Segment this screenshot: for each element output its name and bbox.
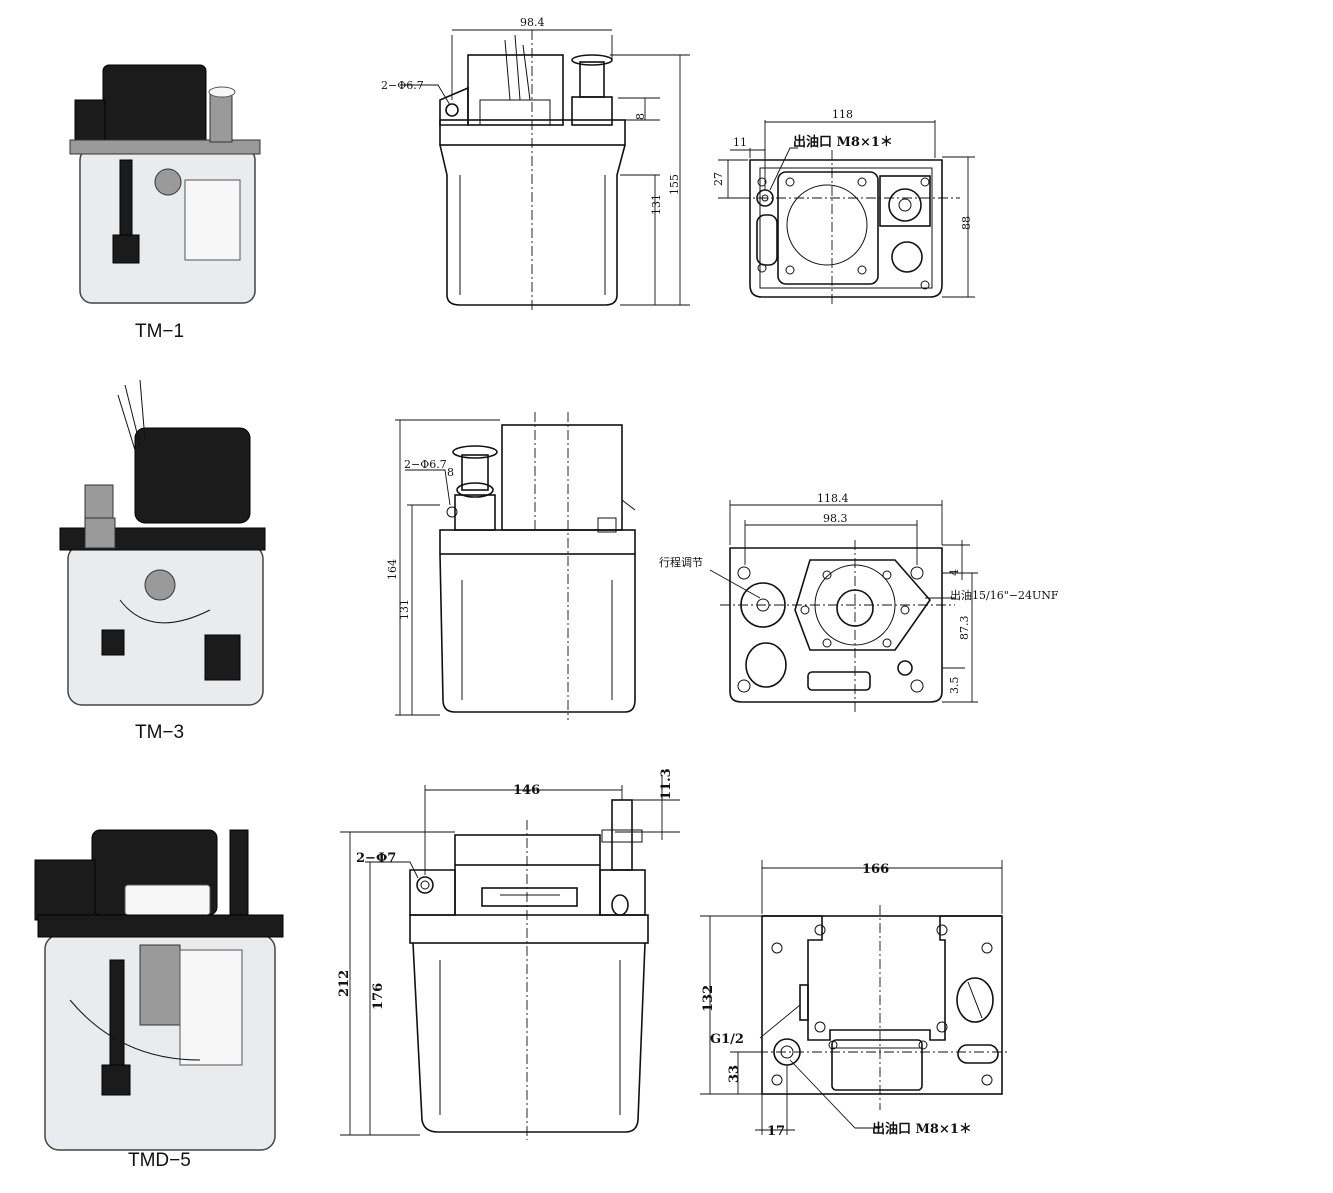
tm3-caption: TM−3 bbox=[135, 722, 184, 743]
tm3-top-width-inner: 98.3 bbox=[823, 512, 848, 525]
tmd5-dim-width: 146 bbox=[513, 783, 540, 798]
tm3-top-stroke-adjust: 行程调节 bbox=[659, 556, 703, 569]
tm1-dim-body: 131 bbox=[650, 194, 663, 215]
tm3-top-offset-bottom: 3.5 bbox=[948, 677, 961, 695]
tm3-top-offset-top: 4 bbox=[948, 569, 961, 576]
tmd5-dim-hole: 2−Φ7 bbox=[356, 851, 396, 866]
tm3-dim-body: 131 bbox=[398, 599, 411, 620]
tm1-top-outlet: 出油口 M8×1＊ bbox=[793, 134, 893, 150]
tmd5-top-outlet: 出油口 M8×1＊ bbox=[872, 1121, 972, 1137]
tm1-dim-width: 98.4 bbox=[520, 16, 545, 29]
tmd5-top-offset-v: 33 bbox=[727, 1065, 742, 1083]
tm3-side-view bbox=[395, 412, 636, 720]
tm1-top-offset: 11 bbox=[733, 136, 747, 149]
tm3-top-view bbox=[709, 500, 978, 715]
tm3-top-width-outer: 118.4 bbox=[817, 492, 849, 505]
tm3-dim-total: 164 bbox=[386, 559, 399, 580]
tmd5-top-port: G1/2 bbox=[710, 1032, 744, 1047]
tm1-dim-hole: 2−Φ6.7 bbox=[381, 79, 424, 92]
tm1-photo bbox=[69, 64, 261, 304]
tm3-top-height: 87.3 bbox=[958, 616, 971, 641]
tm3-dim-hole: 2−Φ6.7 bbox=[404, 458, 447, 471]
tm1-dim-cap: 8 bbox=[634, 113, 647, 120]
tmd5-top-height: 132 bbox=[701, 985, 716, 1012]
tmd5-top-offset-h: 17 bbox=[767, 1124, 785, 1139]
tmd5-top-view bbox=[700, 860, 1010, 1135]
tmd5-photo bbox=[34, 829, 284, 1151]
tmd5-dim-total: 212 bbox=[337, 970, 352, 997]
tm1-top-width: 118 bbox=[832, 108, 853, 121]
tm1-top-view bbox=[718, 120, 975, 305]
tm3-photo bbox=[59, 379, 266, 706]
tmd5-side-view bbox=[340, 775, 680, 1140]
tmd5-dim-body: 176 bbox=[371, 983, 386, 1010]
tm3-dim-cap: 8 bbox=[447, 466, 454, 479]
tm3-top-outlet: 出油15/16"−24UNF bbox=[950, 588, 1059, 602]
tm1-top-offset-v: 27 bbox=[712, 172, 725, 186]
tmd5-caption: TMD−5 bbox=[128, 1150, 191, 1171]
tmd5-dim-cap: 11.3 bbox=[659, 768, 674, 800]
tm1-dim-total: 155 bbox=[668, 174, 681, 195]
tm1-top-height: 88 bbox=[960, 216, 973, 230]
tm1-side-view bbox=[400, 29, 690, 310]
tm1-caption: TM−1 bbox=[135, 321, 184, 342]
tmd5-top-width: 166 bbox=[862, 862, 889, 877]
